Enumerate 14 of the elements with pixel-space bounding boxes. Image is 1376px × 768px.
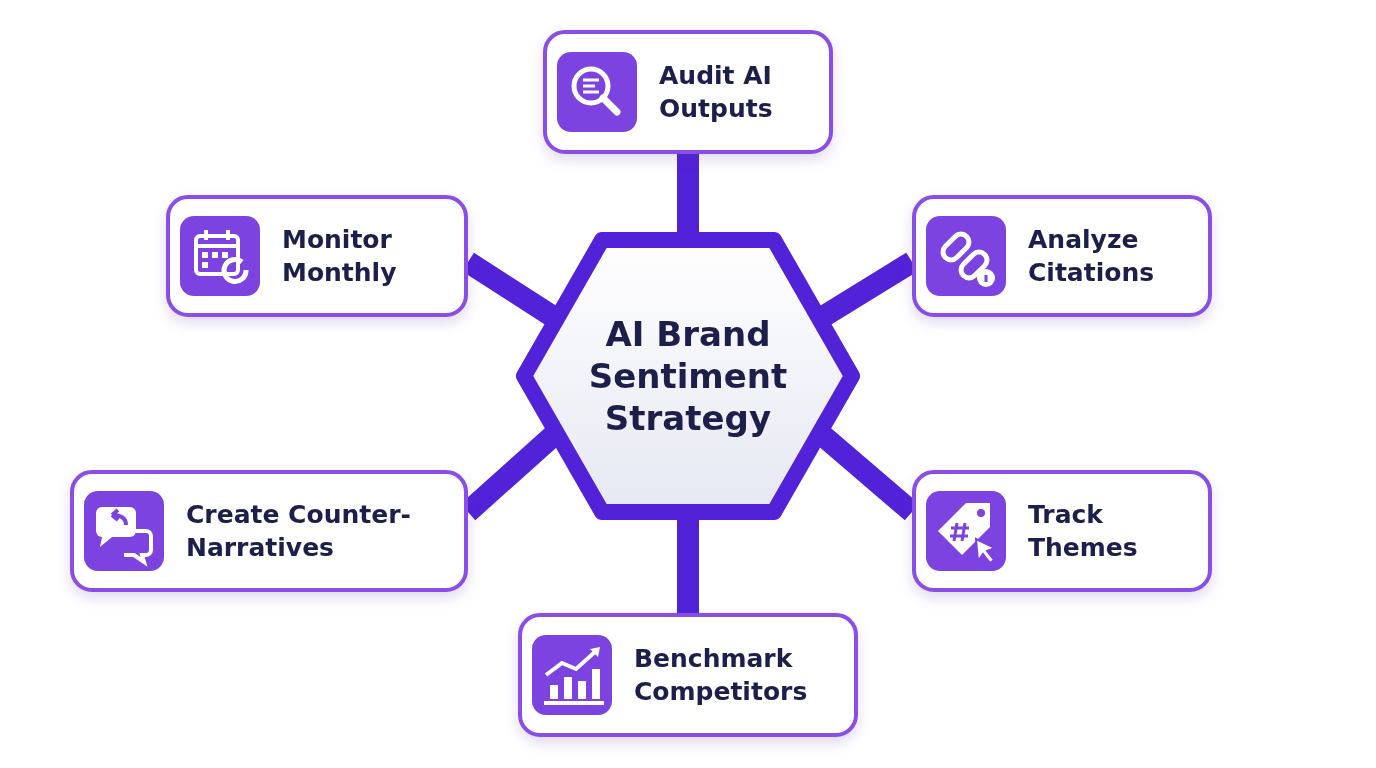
step-card xyxy=(166,195,468,317)
hub-title: AI Brand Sentiment Strategy xyxy=(587,313,789,439)
step-label: Benchmark Competitors xyxy=(634,643,809,708)
step-card xyxy=(543,30,833,154)
step-label: Analyze Citations xyxy=(1028,224,1156,289)
step-label: Audit AI Outputs xyxy=(659,60,774,125)
hexagon-node xyxy=(516,232,860,520)
step-card xyxy=(912,195,1212,317)
step-card xyxy=(912,470,1212,592)
step-label: Track Themes xyxy=(1028,499,1139,564)
step-label: Monitor Monthly xyxy=(282,224,398,289)
step-card xyxy=(70,470,468,592)
step-label: Create Counter-Narratives xyxy=(186,499,412,564)
step-card xyxy=(518,613,858,737)
